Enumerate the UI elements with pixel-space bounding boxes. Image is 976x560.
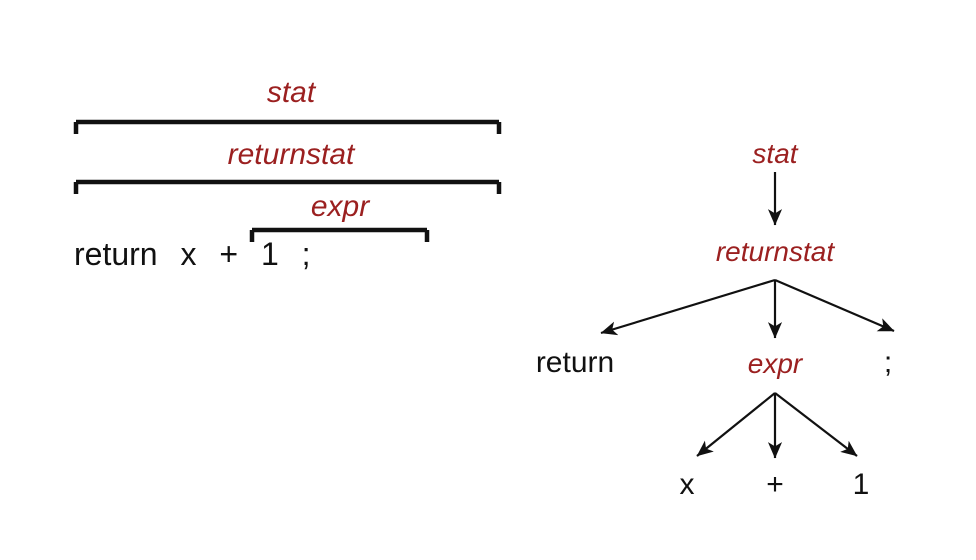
tree-leaf-x: x <box>679 468 695 501</box>
code-token-x: x <box>180 236 197 272</box>
source-code-line: return x + 1 ; <box>74 238 311 270</box>
tree-leaf-semicolon: ; <box>883 346 893 379</box>
bracket-returnstat <box>73 179 502 194</box>
tree-leaf-plus: + <box>766 468 784 501</box>
tree-edges <box>600 172 895 459</box>
tree-node-stat: stat <box>752 138 798 169</box>
bracket-stat <box>73 119 502 134</box>
tree-node-expr: expr <box>747 348 803 379</box>
edge-returnstat-to-semicolon <box>774 278 895 333</box>
left-bracket-label-returnstat: returnstat <box>227 138 355 171</box>
tree-leaf-one: 1 <box>852 468 870 501</box>
left-bracket-label-stat: stat <box>266 76 316 109</box>
tree-node-returnstat: returnstat <box>715 236 835 267</box>
tree-leaf-return: return <box>535 346 615 379</box>
edge-expr-to-one <box>774 392 858 457</box>
code-token-semicolon: ; <box>301 236 311 272</box>
code-token-plus: + <box>219 236 239 272</box>
edge-expr-to-x <box>696 392 776 457</box>
code-token-return: return <box>74 236 158 272</box>
code-token-one: 1 <box>260 236 279 272</box>
left-bracket-label-expr: expr <box>310 190 370 223</box>
edge-returnstat-to-return <box>600 278 776 336</box>
bracket-expr <box>249 227 430 242</box>
